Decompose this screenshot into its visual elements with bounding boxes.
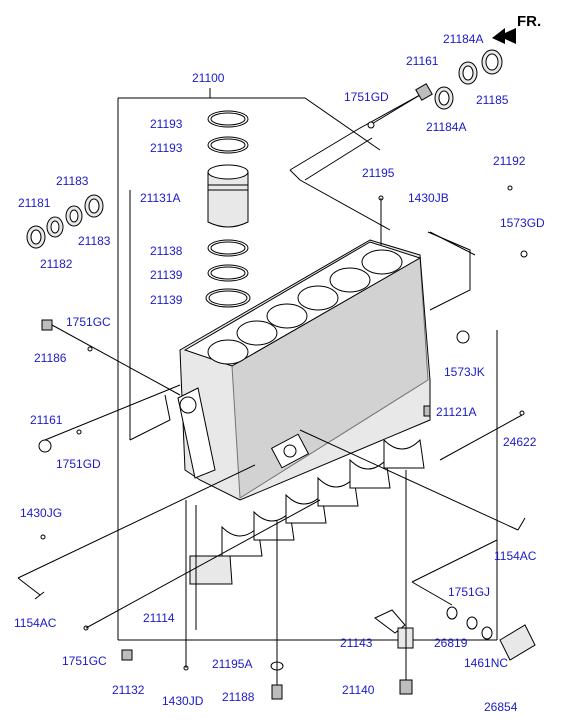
part-labels: 21100 21193 21193 21131A 21138 21139 211… — [14, 32, 545, 714]
label-21132: 21132 — [112, 683, 145, 697]
label-21161: 21161 — [406, 54, 439, 68]
label-24622: 24622 — [503, 435, 537, 449]
assembly-frame-lines — [117, 88, 498, 641]
label-21182: 21182 — [40, 257, 73, 271]
label-21139: 21139 — [150, 268, 183, 282]
small-fasteners — [17, 185, 536, 700]
main-bearing-caps — [189, 438, 425, 585]
label-21193: 21193 — [150, 117, 183, 131]
label-21183: 21183 — [56, 174, 89, 188]
front-direction-arrow: FR. — [492, 13, 541, 44]
label-1573gd: 1573GD — [500, 216, 545, 230]
label-1573jk: 1573JK — [444, 365, 485, 379]
label-21121a: 21121A — [436, 405, 476, 419]
label-21181: 21181 — [18, 196, 51, 210]
label-1461nc: 1461NC — [464, 656, 508, 670]
label-21143: 21143 — [340, 636, 373, 650]
label-21114: 21114 — [143, 611, 175, 625]
label-21188: 21188 — [222, 690, 255, 704]
label-21195a: 21195A — [212, 657, 252, 671]
label-21193: 21193 — [150, 141, 183, 155]
label-21192: 21192 — [493, 154, 526, 168]
label-1751gj: 1751GJ — [448, 585, 490, 599]
front-label: FR. — [517, 13, 541, 30]
label-21184a: 21184A — [443, 32, 483, 46]
label-21185: 21185 — [476, 93, 509, 107]
camshaft-bushings — [434, 49, 503, 110]
label-21184a: 21184A — [426, 120, 466, 134]
cylinder-liner-stack — [205, 110, 251, 308]
label-26854: 26854 — [484, 700, 518, 714]
label-26819: 26819 — [434, 636, 468, 650]
label-21186: 21186 — [34, 351, 67, 365]
label-21183: 21183 — [78, 234, 111, 248]
label-21161: 21161 — [30, 413, 63, 427]
label-1430jg: 1430JG — [20, 506, 62, 520]
label-21131a: 21131A — [140, 191, 180, 205]
label-1430jd: 1430JD — [162, 694, 204, 708]
label-21100: 21100 — [192, 71, 225, 85]
label-1751gc: 1751GC — [62, 654, 107, 668]
label-21138: 21138 — [150, 244, 183, 258]
label-21140: 21140 — [342, 683, 375, 697]
label-1154ac: 1154AC — [14, 616, 57, 630]
left-bushings — [26, 194, 104, 249]
cylinder-block — [177, 239, 431, 501]
label-1751gd: 1751GD — [344, 90, 389, 104]
label-1751gd: 1751GD — [56, 457, 101, 471]
label-1751gc: 1751GC — [66, 315, 111, 329]
oil-gallery-rod — [367, 83, 433, 129]
label-1154ac: 1154AC — [494, 549, 537, 563]
label-21195: 21195 — [362, 166, 395, 180]
label-21139: 21139 — [150, 293, 183, 307]
label-1430jb: 1430JB — [408, 191, 449, 205]
